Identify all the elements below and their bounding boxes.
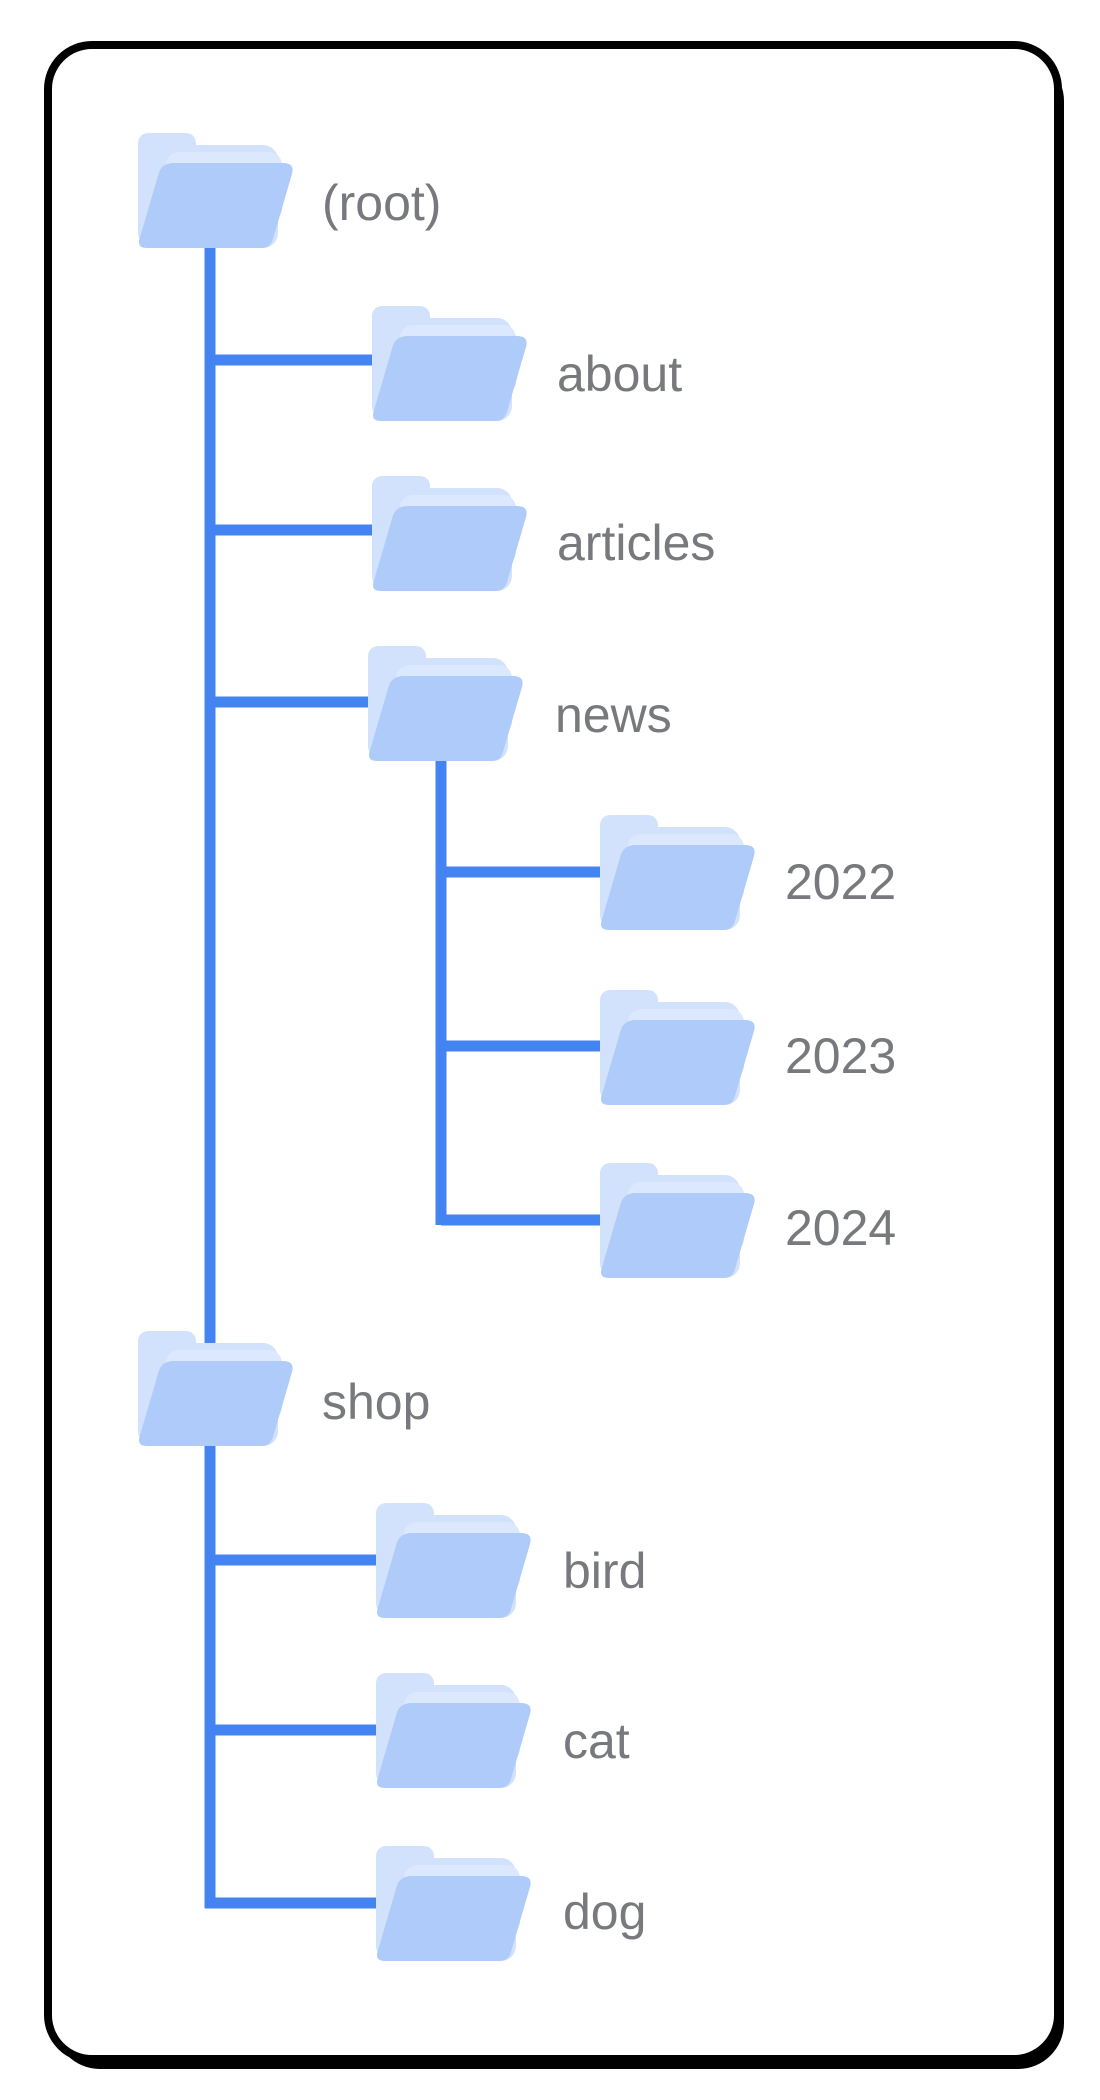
folder-label-dog: dog [563, 1884, 646, 1940]
folder-label-y2022: 2022 [785, 854, 896, 910]
folder-label-cat: cat [563, 1713, 630, 1769]
folder-icon-y2022 [600, 815, 755, 930]
folder-icon-cat [376, 1673, 531, 1788]
folder-icon-root [138, 133, 293, 248]
folder-label-root: (root) [322, 175, 441, 231]
folder-icon-y2024 [600, 1163, 755, 1278]
folder-icon-shop [138, 1331, 293, 1446]
folder-icon-bird [376, 1503, 531, 1618]
folder-label-shop: shop [322, 1374, 430, 1430]
folder-front-shape [373, 506, 527, 591]
folder-label-y2023: 2023 [785, 1028, 896, 1084]
folder-icon-dog [376, 1846, 531, 1961]
folder-front-shape [601, 845, 755, 930]
folder-icon-about [372, 306, 527, 421]
tree-nodes: (root) about articles news 2022 2023 2024 shop b… [138, 133, 896, 1961]
folder-icon-news [368, 646, 523, 761]
card [44, 41, 1062, 2063]
folder-label-y2024: 2024 [785, 1200, 896, 1256]
folder-label-about: about [557, 346, 682, 402]
folder-front-shape [377, 1533, 531, 1618]
folder-front-shape [373, 336, 527, 421]
folder-front-shape [601, 1193, 755, 1278]
folder-front-shape [139, 1361, 293, 1446]
folder-front-shape [377, 1876, 531, 1961]
folder-label-bird: bird [563, 1543, 646, 1599]
folder-front-shape [139, 163, 293, 248]
folder-label-articles: articles [557, 515, 715, 571]
folder-icon-y2023 [600, 990, 755, 1105]
folder-label-news: news [555, 687, 672, 743]
folder-front-shape [369, 676, 523, 761]
folder-front-shape [601, 1020, 755, 1105]
folder-icon-articles [372, 476, 527, 591]
folder-front-shape [377, 1703, 531, 1788]
